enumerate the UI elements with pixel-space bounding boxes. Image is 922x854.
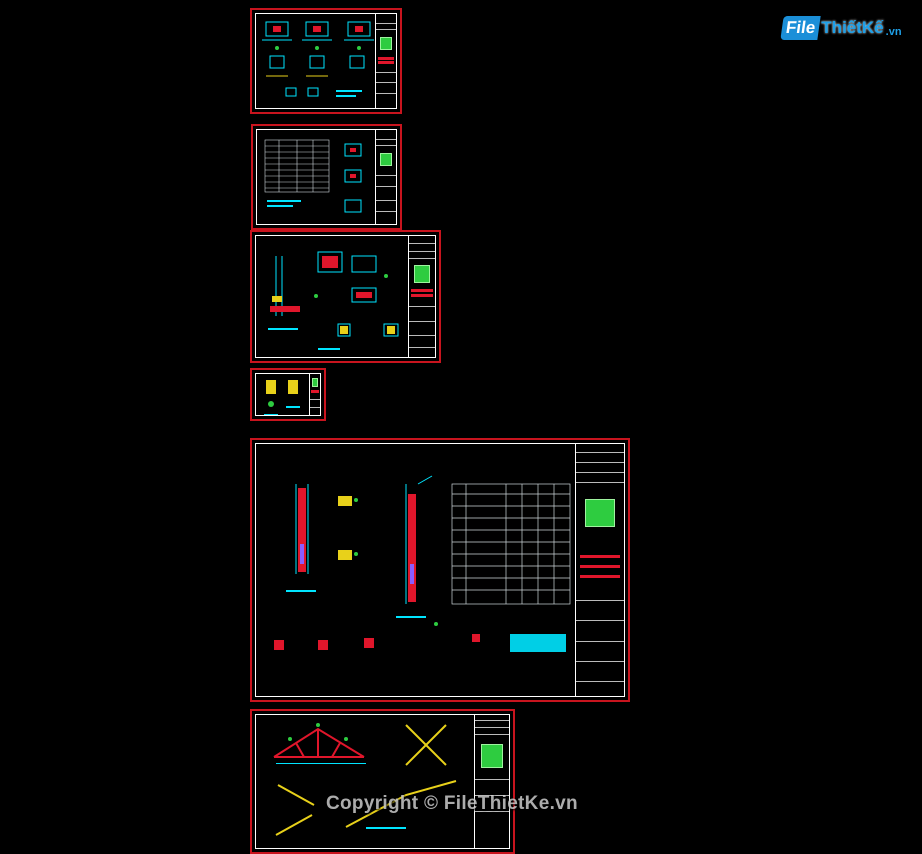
brand-logo[interactable]: File ThiếtKế .vn — [780, 14, 902, 42]
brand-logo-part1: File — [780, 16, 821, 40]
sheet-frame — [255, 235, 436, 358]
sheet-frame — [255, 13, 397, 109]
sheet-1-foundation-details[interactable] — [250, 8, 402, 114]
title-block — [309, 374, 320, 415]
sheet-2-rebar-schedule[interactable] — [251, 124, 402, 230]
sheet-4-small-details[interactable] — [250, 368, 326, 421]
drawing-area — [264, 139, 362, 213]
sheet-frame — [256, 129, 397, 225]
sheet-frame — [255, 443, 625, 697]
sheet-3-wall-column-sections[interactable] — [250, 230, 441, 363]
drawing-area — [264, 380, 300, 415]
drawing-area — [274, 475, 571, 652]
title-block — [575, 444, 624, 696]
sheet-frame — [255, 714, 510, 849]
drawing-area — [262, 21, 374, 97]
drawing-area — [268, 251, 399, 350]
sheet-5-column-elevations[interactable] — [250, 438, 630, 702]
drawing-area — [273, 723, 457, 836]
brand-logo-part2: ThiếtKế — [821, 18, 884, 37]
sheet-frame — [255, 373, 321, 416]
brand-logo-part3: .vn — [885, 26, 902, 38]
sheet-6-roof-truss[interactable] — [250, 709, 515, 854]
title-block — [375, 14, 396, 108]
title-block — [474, 715, 509, 848]
title-block — [408, 236, 435, 357]
title-block — [375, 130, 396, 224]
copyright-watermark: Copyright © FileThietKe.vn — [326, 793, 578, 814]
